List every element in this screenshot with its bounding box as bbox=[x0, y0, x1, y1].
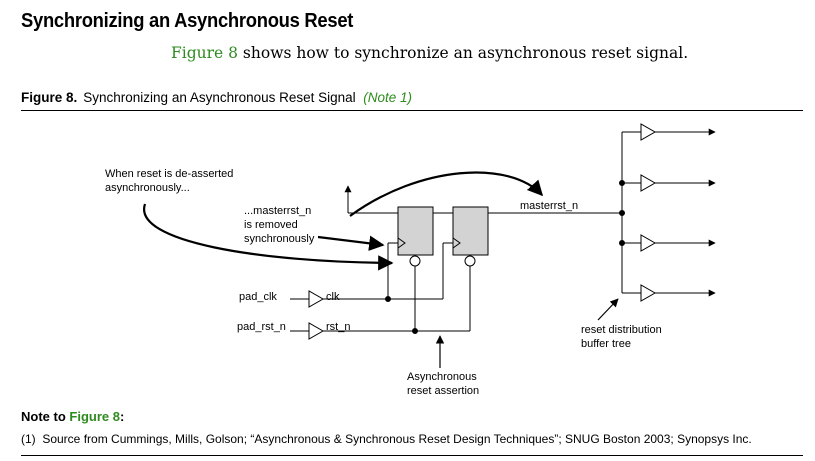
label-clk: clk bbox=[326, 291, 340, 303]
label-buffer-2: buffer tree bbox=[581, 338, 631, 350]
flip-flop-1-clock-notch bbox=[397, 237, 406, 249]
note-figure-link[interactable]: Figure 8 bbox=[69, 409, 120, 424]
label-when-reset-1: When reset is de-asserted bbox=[105, 168, 233, 180]
caption-rule bbox=[21, 110, 803, 111]
figure-title: Synchronizing an Asynchronous Reset Sign… bbox=[83, 90, 356, 105]
note-1-link[interactable]: (Note 1) bbox=[363, 90, 412, 105]
label-async-1: Asynchronous bbox=[407, 371, 477, 383]
intro-paragraph: Figure 8 shows how to synchronize an asy… bbox=[171, 44, 688, 62]
intro-text: shows how to synchronize an asynchronous… bbox=[238, 44, 689, 62]
label-pad-clk: pad_clk bbox=[239, 291, 277, 303]
label-masterrst-removed-3: synchronously bbox=[244, 233, 315, 245]
label-pad-rst-n: pad_rst_n bbox=[237, 321, 286, 333]
buffer-tree bbox=[619, 123, 716, 302]
note-heading-suffix: : bbox=[119, 409, 125, 424]
reset-wires bbox=[290, 266, 471, 340]
label-async-2: reset assertion bbox=[407, 385, 479, 397]
note-1-text: (1) Source from Cummings, Mills, Golson;… bbox=[21, 432, 752, 446]
label-when-reset-2: asynchronously... bbox=[105, 182, 190, 194]
figure-label: Figure 8. bbox=[21, 90, 78, 105]
flip-flop-2-clock-notch bbox=[452, 237, 461, 249]
flip-flop-1-reset-bubble bbox=[409, 255, 421, 267]
flip-flop-1 bbox=[397, 206, 434, 256]
data-wires bbox=[344, 185, 622, 214]
label-masterrst-n: masterrst_n bbox=[520, 200, 578, 212]
annotation-arrows bbox=[143, 171, 619, 368]
label-rst-n: rst_n bbox=[326, 321, 350, 333]
label-masterrst-removed-2: is removed bbox=[244, 219, 298, 231]
figure-8-link[interactable]: Figure 8 bbox=[171, 44, 238, 62]
section-title: Synchronizing an Asynchronous Reset bbox=[21, 10, 354, 32]
note-heading: Note to Figure 8: bbox=[21, 409, 124, 424]
flip-flop-2-reset-bubble bbox=[464, 255, 476, 267]
figure-caption: Figure 8. Synchronizing an Asynchronous R… bbox=[21, 90, 412, 105]
label-buffer-1: reset distribution bbox=[581, 324, 662, 336]
flip-flop-2 bbox=[452, 206, 489, 256]
note-heading-prefix: Note to bbox=[21, 409, 70, 424]
label-masterrst-removed-1: ...masterrst_n bbox=[244, 205, 311, 217]
bottom-rule bbox=[21, 455, 803, 456]
clock-wires bbox=[290, 242, 453, 308]
